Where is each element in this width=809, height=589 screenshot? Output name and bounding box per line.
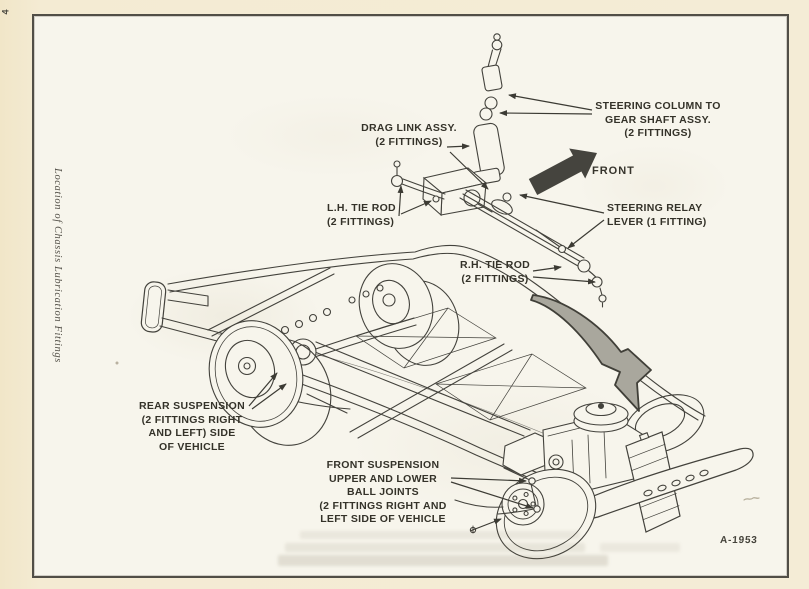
- callout-line: UPPER AND LOWER: [329, 472, 437, 485]
- steering-linkage: [390, 160, 607, 308]
- callout-line: DRAG LINK ASSY.: [361, 122, 457, 134]
- side-caption: Location of Chassis Lubrication Fittings: [52, 168, 63, 363]
- callout-line: (2 FITTINGS): [624, 127, 692, 139]
- chassis-drawing: [115, 33, 760, 560]
- callout-line: (2 FITTINGS RIGHT: [141, 413, 243, 426]
- curved-pointer-arrow: [530, 294, 652, 412]
- callout-line: (2 FITTINGS): [461, 272, 529, 285]
- callout-line: BALL JOINTS: [347, 486, 419, 498]
- callout-line: R.H. TIE ROD: [459, 259, 531, 271]
- callout-line: OF VEHICLE: [158, 440, 225, 453]
- left-rear-wheel: [208, 320, 332, 446]
- print-bleed-ghost: [285, 543, 585, 552]
- callout-line: (2 FITTINGS): [327, 215, 395, 228]
- leader-lines: [248, 93, 605, 532]
- callout-rear-suspension: REAR SUSPENSION (2 FITTINGS RIGHT AND LE…: [123, 400, 261, 454]
- callout-line: STEERING COLUMN TO: [595, 100, 721, 112]
- front-direction-label: FRONT: [592, 165, 635, 177]
- callout-line: LEFT SIDE OF VEHICLE: [320, 513, 446, 525]
- page-number: 4: [0, 9, 11, 15]
- callout-rh-tie-rod: R.H. TIE ROD (2 FITTINGS): [443, 259, 547, 286]
- callout-drag-link: DRAG LINK ASSY. (2 FITTINGS): [345, 122, 473, 149]
- callout-line: LEVER (1 FITTING): [607, 215, 707, 228]
- callout-front-suspension: FRONT SUSPENSION UPPER AND LOWER BALL JO…: [303, 459, 463, 527]
- callout-line: (2 FITTINGS): [375, 135, 443, 148]
- print-bleed-ghost: [600, 543, 680, 552]
- callout-lh-tie-rod: L.H. TIE ROD (2 FITTINGS): [327, 202, 411, 229]
- callout-line: (2 FITTINGS RIGHT AND: [319, 499, 447, 512]
- print-bleed-ghost: [300, 531, 580, 539]
- front-direction-arrow: [528, 148, 597, 195]
- callout-line: FRONT SUSPENSION: [326, 459, 440, 471]
- callout-line: STEERING RELAY: [607, 202, 703, 214]
- callout-line: AND LEFT) SIDE: [148, 427, 236, 439]
- callout-line: GEAR SHAFT ASSY.: [605, 113, 711, 126]
- callout-steering-column: STEERING COLUMN TO GEAR SHAFT ASSY. (2 F…: [575, 100, 741, 141]
- callout-line: REAR SUSPENSION: [138, 400, 246, 412]
- paper-speck: [115, 361, 119, 365]
- callout-line: L.H. TIE ROD: [327, 202, 396, 214]
- callout-steering-relay: STEERING RELAY LEVER (1 FITTING): [607, 202, 719, 229]
- steering-column: [472, 33, 505, 186]
- print-bleed-ghost: [278, 555, 608, 566]
- pencil-smudge: [743, 497, 760, 501]
- figure-number: A-1953: [719, 535, 758, 546]
